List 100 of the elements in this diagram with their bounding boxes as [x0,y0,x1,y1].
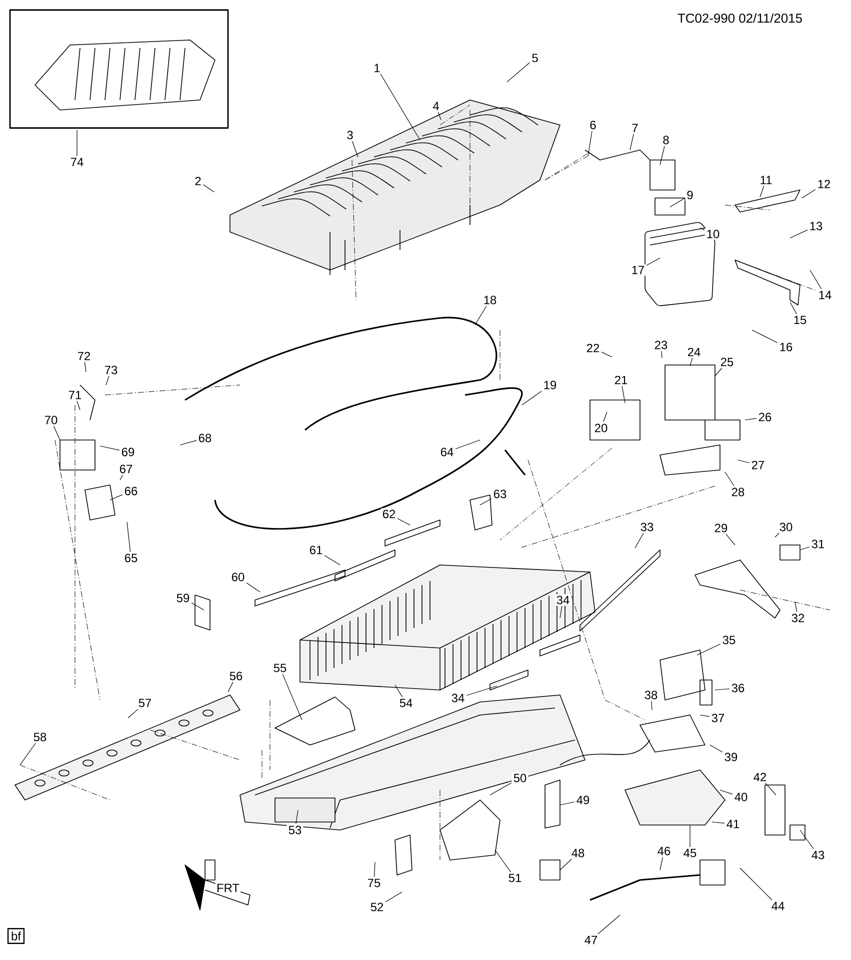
callout-number: 53 [286,824,304,836]
callout-number: 36 [730,682,746,694]
leader-line [506,62,530,82]
callout-number: 5 [530,52,540,64]
leader-line [601,352,612,358]
leader-line [53,426,60,440]
leader-line [246,582,260,592]
leader-line [710,744,723,752]
leader-line [800,830,814,850]
callout-number: 18 [482,294,498,306]
callout-number: 38 [642,689,660,701]
callout-number: 19 [542,379,558,391]
leader-line [324,555,340,566]
leader-line [588,130,592,156]
leader-line [128,708,138,718]
leader-line [660,146,665,166]
callout-number: 34 [450,692,466,704]
callout-number: 21 [612,374,630,386]
callout-number: 24 [686,346,702,358]
callout-number: 30 [778,521,794,533]
leader-line [100,446,120,450]
leader-line [560,606,562,618]
callout-number: 25 [718,356,736,368]
leader-line [800,546,810,550]
leader-line [494,850,511,872]
leader-line [714,688,730,690]
revision-code: bf [7,928,25,944]
leader-line [646,258,660,266]
leader-line [712,822,725,824]
leader-line [774,532,780,538]
leader-line [455,440,480,450]
leader-line [84,362,86,372]
callout-number: 69 [120,446,136,458]
leader-line [296,810,298,824]
callout-number: 26 [756,411,774,423]
leader-line [661,350,662,358]
leader-line [106,376,110,386]
leader-line [598,914,620,934]
leader-line [634,532,644,548]
callout-number: 14 [816,289,834,301]
callout-number: 40 [732,791,750,803]
callout-number: 41 [724,818,742,830]
leader-line [744,418,757,420]
leader-line [720,790,733,794]
leader-line [522,390,542,406]
callout-number: 47 [582,934,600,946]
leader-line [120,474,123,480]
callout-number: 58 [32,731,48,743]
leader-line [20,742,36,766]
leader-line [740,868,772,900]
leader-line [474,306,487,326]
leader-line [726,534,736,546]
leader-line [794,602,798,612]
leader-line [490,782,512,796]
leader-line [690,358,693,366]
callout-number: 45 [682,847,698,859]
callout-number: 11 [758,174,774,186]
callout-number: 46 [656,845,672,857]
leader-line [802,189,816,198]
callout-number: 63 [492,488,508,500]
leader-line [603,412,608,422]
leader-line [670,198,686,208]
leader-line [228,682,234,692]
callout-number: 39 [722,751,740,763]
callout-number: 68 [196,432,214,444]
leader-line [760,186,764,198]
callout-number: 65 [122,552,140,564]
front-label: FRT [216,882,240,894]
callout-number: 35 [720,634,738,646]
leader-line [700,228,705,230]
callout-number: 61 [308,544,324,556]
leader-line [202,184,214,192]
leader-line [438,112,442,120]
callout-number: 22 [584,342,602,354]
callout-number: 3 [345,129,355,141]
callout-number: 33 [638,521,656,533]
leader-line [622,386,626,404]
callout-number: 27 [750,459,766,471]
leader-line [466,686,498,696]
callout-number: 1 [372,62,382,74]
callout-number: 9 [685,189,695,201]
callout-number: 52 [368,901,386,913]
leader-line [385,892,402,902]
leader-line [810,270,822,290]
leader-line [380,74,420,140]
callout-number: 62 [380,508,398,520]
callout-number: 6 [588,119,598,131]
leader-line [651,700,652,710]
callout-number: 12 [816,178,832,190]
callout-number: 75 [366,877,382,889]
callout-number: 70 [42,414,60,426]
leader-line [76,400,80,410]
leader-line [191,602,204,610]
callout-number: 48 [570,847,586,859]
callout-number: 13 [808,220,824,232]
callout-number: 28 [730,486,746,498]
leader-line [724,472,734,486]
leader-line [765,782,776,796]
leader-line [752,330,778,344]
callout-number: 72 [76,350,92,362]
